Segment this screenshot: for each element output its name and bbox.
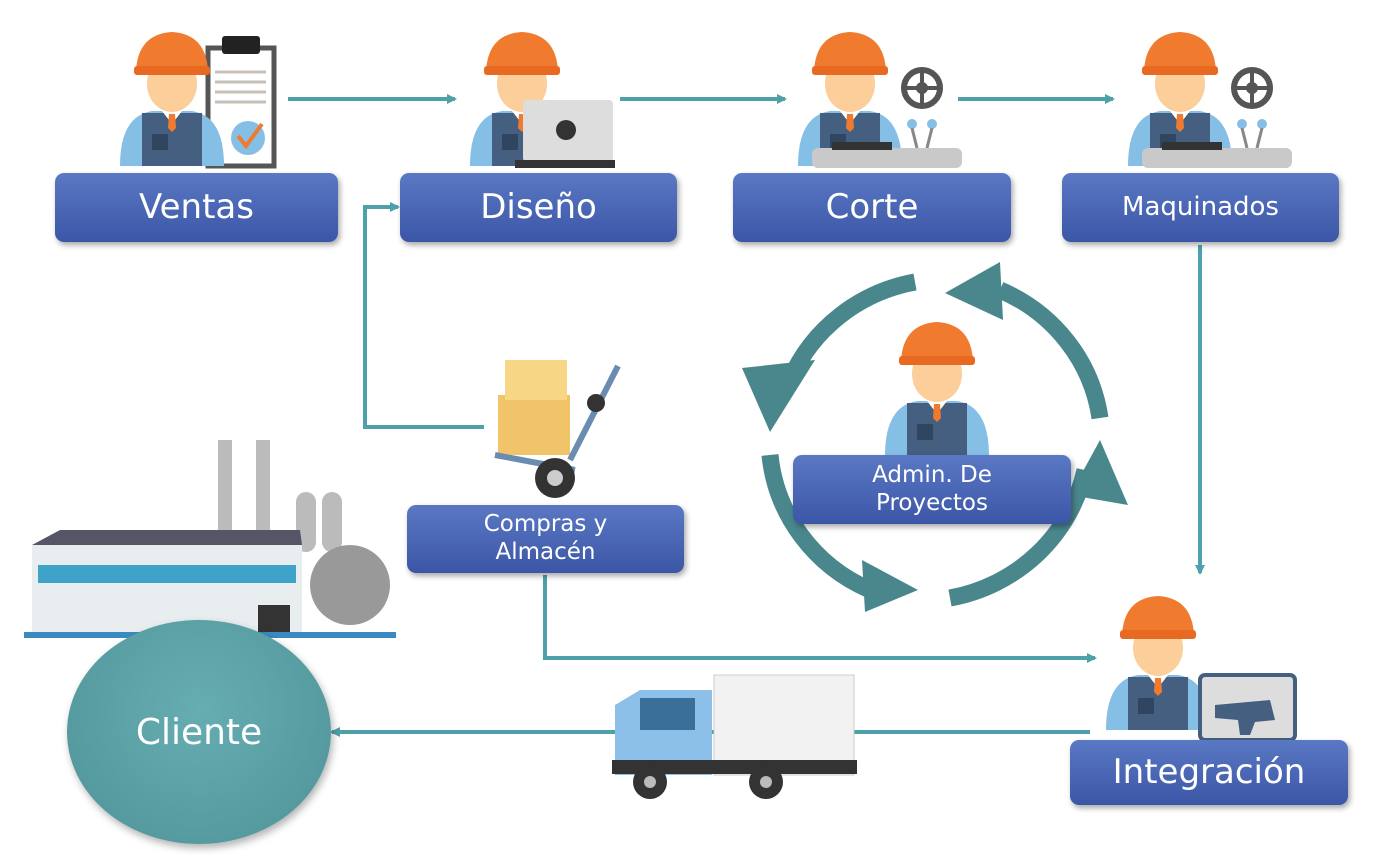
node-diseno: Diseño [400, 173, 677, 242]
node-label-line2: Almacén [495, 539, 596, 565]
node-compras-almacen: Compras y Almacén [407, 505, 684, 573]
factory-icon [24, 440, 396, 638]
node-label: Maquinados [1122, 191, 1279, 222]
corte-worker-icon [798, 32, 962, 168]
node-label: Cliente [135, 711, 263, 753]
node-label: Ventas [139, 187, 254, 228]
arrow-compras-diseno [363, 202, 484, 429]
node-cliente: Cliente [67, 620, 331, 844]
truck-icon [612, 674, 857, 799]
node-label: Integración [1112, 752, 1306, 793]
diseno-worker-icon [470, 32, 615, 168]
node-label-line1: Admin. De [872, 461, 992, 488]
node-corte: Corte [733, 173, 1011, 242]
hand-cart-icon [494, 360, 621, 498]
ventas-worker-icon [120, 32, 277, 169]
node-maquinados: Maquinados [1062, 173, 1339, 242]
node-label-line1: Compras y [483, 511, 608, 538]
integracion-worker-icon [1106, 596, 1297, 742]
node-integracion: Integración [1070, 740, 1348, 805]
node-label: Diseño [480, 187, 597, 228]
node-label: Corte [825, 187, 919, 228]
node-admin-proyectos: Admin. De Proyectos [793, 455, 1071, 524]
maquinados-worker-icon [1128, 32, 1292, 168]
cycle-arrowheads [742, 262, 1128, 612]
admin-worker-icon [885, 322, 989, 456]
node-ventas: Ventas [55, 173, 338, 242]
node-label-line2: Proyectos [876, 489, 988, 516]
arrow-compras-integracion [543, 575, 1097, 663]
